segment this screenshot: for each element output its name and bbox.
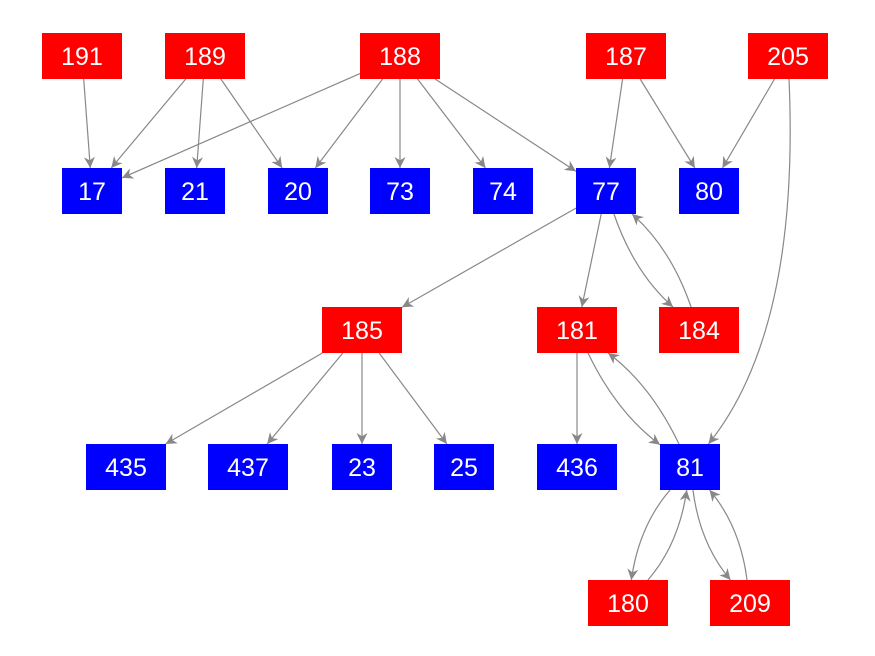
edge-77-to-185 bbox=[401, 207, 577, 308]
node-209: 209 bbox=[710, 580, 790, 626]
node-box bbox=[748, 33, 828, 79]
node-box bbox=[576, 168, 636, 214]
edge-205-to-80 bbox=[721, 78, 776, 169]
edge-181-to-81 bbox=[587, 352, 661, 446]
node-74: 74 bbox=[473, 168, 533, 214]
node-box bbox=[268, 168, 328, 214]
edge-185-to-437 bbox=[266, 352, 344, 445]
node-23: 23 bbox=[332, 444, 392, 490]
node-box bbox=[710, 580, 790, 626]
edge-184-to-77 bbox=[631, 213, 692, 308]
node-box bbox=[165, 33, 245, 79]
edge-185-to-25 bbox=[378, 352, 448, 445]
node-label: 205 bbox=[767, 43, 809, 71]
node-20: 20 bbox=[268, 168, 328, 214]
node-77: 77 bbox=[576, 168, 636, 214]
node-label: 17 bbox=[78, 178, 106, 206]
edge-188-to-17 bbox=[121, 72, 361, 179]
edge-81-to-181 bbox=[607, 352, 680, 445]
node-436: 436 bbox=[537, 444, 617, 490]
node-box bbox=[660, 444, 720, 490]
node-box bbox=[42, 33, 122, 79]
node-188: 188 bbox=[360, 33, 440, 79]
node-label: 73 bbox=[386, 178, 414, 206]
node-box bbox=[370, 168, 430, 214]
node-435: 435 bbox=[86, 444, 166, 490]
node-25: 25 bbox=[434, 444, 494, 490]
edge-180-to-81 bbox=[647, 489, 691, 581]
node-180: 180 bbox=[588, 580, 668, 626]
node-label: 191 bbox=[61, 43, 103, 71]
node-label: 80 bbox=[695, 178, 723, 206]
node-73: 73 bbox=[370, 168, 430, 214]
node-label: 77 bbox=[592, 178, 620, 206]
edge-189-to-21 bbox=[192, 78, 204, 169]
node-box bbox=[86, 444, 166, 490]
node-437: 437 bbox=[208, 444, 288, 490]
node-185: 185 bbox=[322, 307, 402, 353]
edge-187-to-77 bbox=[605, 78, 624, 169]
node-box bbox=[537, 307, 617, 353]
node-label: 180 bbox=[607, 590, 649, 618]
nodes: 191 189 188 187 205 17 21 20 73 74 77 80 185 181 184 43… bbox=[42, 33, 828, 626]
node-label: 437 bbox=[227, 454, 269, 482]
node-label: 189 bbox=[184, 43, 226, 71]
node-box bbox=[165, 168, 225, 214]
edge-77-to-184 bbox=[613, 213, 674, 308]
edges bbox=[83, 72, 791, 581]
node-21: 21 bbox=[165, 168, 225, 214]
edge-77-to-181 bbox=[578, 213, 602, 308]
node-box bbox=[588, 580, 668, 626]
node-label: 181 bbox=[556, 317, 598, 345]
node-box bbox=[434, 444, 494, 490]
node-box bbox=[208, 444, 288, 490]
node-box bbox=[679, 168, 739, 214]
node-label: 21 bbox=[181, 178, 209, 206]
node-label: 81 bbox=[676, 454, 704, 482]
node-81: 81 bbox=[660, 444, 720, 490]
node-label: 185 bbox=[341, 317, 383, 345]
edge-81-to-180 bbox=[627, 489, 671, 581]
node-label: 188 bbox=[379, 43, 421, 71]
node-label: 187 bbox=[605, 43, 647, 71]
edge-191-to-17 bbox=[83, 78, 95, 169]
node-181: 181 bbox=[537, 307, 617, 353]
node-box bbox=[586, 33, 666, 79]
node-label: 25 bbox=[450, 454, 478, 482]
node-box bbox=[322, 307, 402, 353]
node-184: 184 bbox=[659, 307, 739, 353]
node-label: 20 bbox=[284, 178, 312, 206]
edge-188-to-74 bbox=[417, 78, 486, 169]
node-box bbox=[62, 168, 122, 214]
node-box bbox=[332, 444, 392, 490]
edge-189-to-17 bbox=[110, 78, 187, 169]
node-187: 187 bbox=[586, 33, 666, 79]
node-box bbox=[537, 444, 617, 490]
node-label: 184 bbox=[678, 317, 720, 345]
node-17: 17 bbox=[62, 168, 122, 214]
edge-187-to-80 bbox=[639, 78, 696, 169]
node-label: 23 bbox=[348, 454, 376, 482]
edge-81-to-209 bbox=[692, 489, 731, 581]
node-box bbox=[473, 168, 533, 214]
edge-188-to-20 bbox=[314, 78, 384, 169]
edge-209-to-81 bbox=[709, 489, 748, 581]
node-205: 205 bbox=[748, 33, 828, 79]
node-label: 74 bbox=[489, 178, 517, 206]
edge-189-to-20 bbox=[220, 78, 283, 169]
node-label: 436 bbox=[556, 454, 598, 482]
node-label: 209 bbox=[729, 590, 771, 618]
node-label: 435 bbox=[105, 454, 147, 482]
edge-205-to-81 bbox=[707, 78, 791, 445]
node-189: 189 bbox=[165, 33, 245, 79]
node-80: 80 bbox=[679, 168, 739, 214]
edge-188-to-77 bbox=[434, 78, 577, 172]
edge-185-to-435 bbox=[165, 352, 323, 445]
node-box bbox=[360, 33, 440, 79]
node-191: 191 bbox=[42, 33, 122, 79]
node-box bbox=[659, 307, 739, 353]
